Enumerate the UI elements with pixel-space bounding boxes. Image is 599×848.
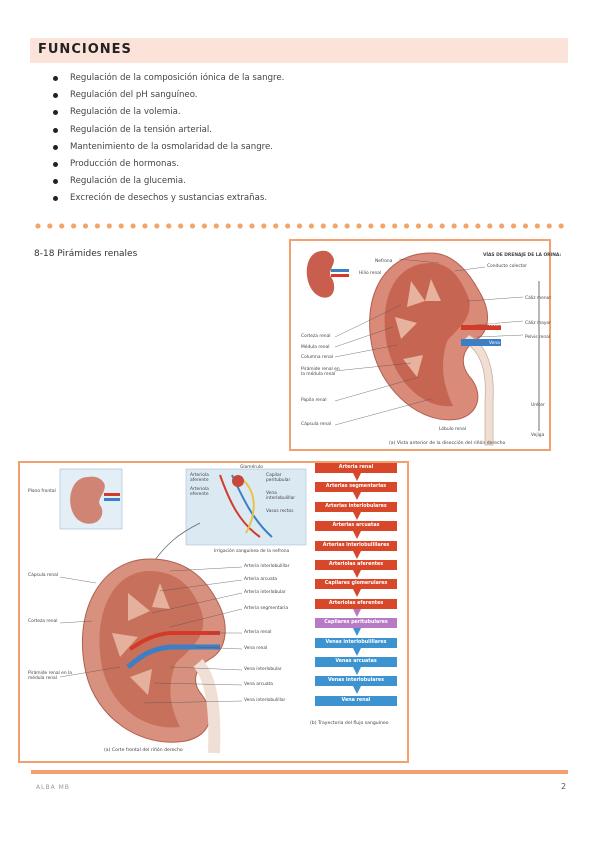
label-papila: Papila renal (301, 398, 327, 403)
label-capilar-peritubular: Capilar peritubular (266, 473, 291, 483)
footer-divider (31, 770, 568, 774)
label-ureter: Uréter (531, 403, 545, 408)
footer-author: ALBA MB (36, 784, 70, 791)
label-piramide: Pirámide renal en la médula renal (301, 367, 340, 377)
figure-top-caption: (a) Vista anterior de la disección del r… (389, 441, 506, 446)
page-number: 2 (561, 782, 567, 791)
list-item: Regulación de la volemia. (50, 104, 284, 121)
label-hilio: Hilio renal (359, 271, 382, 276)
flow-step: Arteriolas aferentes (315, 559, 397, 578)
label-capsula: Cápsula renal (301, 422, 332, 427)
flow-step: Capilares glomerulares (315, 579, 397, 598)
label-columna: Columna renal (301, 355, 334, 360)
label-medula: Médula renal (301, 345, 330, 350)
label-conducto: Conducto colector (487, 264, 527, 269)
label-capsula-renal: Cápsula renal (28, 573, 59, 578)
section-title: FUNCIONES (38, 42, 132, 57)
label-vena-interlobulillar-2: Vena interlobulillar (244, 698, 286, 703)
list-item: Excreción de desechos y sustancias extra… (50, 190, 284, 207)
functions-list: Regulación de la composición iónica de l… (50, 70, 284, 208)
label-vasos-rectos: Vasos rectos (266, 509, 294, 514)
flow-step: Venas interlobulares (315, 676, 397, 695)
label-vejiga: Vejiga (531, 433, 545, 438)
label-arteria-arcuata: Arteria arcuata (244, 577, 278, 582)
kidney-dissection-illustration (306, 250, 540, 446)
list-item: Regulación de la glucemia. (50, 173, 284, 190)
label-pelvis: Pelvis renal (525, 335, 551, 340)
flow-step: Arterias interlobulares (315, 501, 397, 520)
label-vias: VÍAS DE DRENAJE DE LA ORINA: (483, 253, 562, 258)
blood-flow-sequence: Arteria renal Arterias segmentarias Arte… (315, 463, 397, 715)
label-arteria-segmentaria: Arteria segmentaria (244, 606, 289, 611)
label-caliz-mayor: Cáliz mayor (525, 321, 551, 326)
figure-bottom-caption-a: (a) Corte frontal del riñón derecho (104, 748, 183, 753)
label-vena-renal: Vena renal (244, 646, 268, 651)
label-lobulo: Lóbulo renal (439, 427, 467, 432)
label-vena-arcuata: Vena arcuata (244, 682, 273, 687)
label-vena-interlobulillar: Vena interlobulillar (266, 491, 296, 501)
label-glomerulo: Glomérulo (240, 465, 263, 470)
label-nefrona: Nefrona (375, 259, 393, 264)
label-corteza: Corteza renal (301, 334, 331, 339)
label-piramide-renal: Pirámide renal en la médula renal (28, 671, 72, 681)
label-arteria-interlobulillar: Arteria interlobulillar (244, 564, 290, 569)
label-arteria-renal: Arteria renal (244, 630, 272, 635)
figure-bottom-caption-b: (b) Trayectoria del flujo sanguíneo (310, 721, 389, 726)
label-arteria-renal: Arteria renal (489, 323, 517, 328)
label-irrigacion: Irrigación sanguínea de la nefrona (214, 549, 290, 554)
figure-section-label: 8-18 Pirámides renales (34, 249, 138, 259)
flow-step: Arteria renal (315, 463, 397, 481)
label-arteriola-aferente: Arteriola aferente (190, 473, 209, 483)
list-item: Regulación de la tensión arterial. (50, 122, 284, 139)
section-header: FUNCIONES (30, 38, 568, 63)
label-arteriola-eferente: Arteriola eferente (190, 487, 209, 497)
flow-step: Arterias arcuatas (315, 521, 397, 540)
flow-step: Venas interlobulillares (315, 637, 397, 656)
label-corteza-renal: Corteza renal (28, 619, 58, 624)
flow-step: Arterias segmentarias (315, 482, 397, 501)
flow-step: Arterias interlobulillares (315, 540, 397, 559)
list-item: Producción de hormonas. (50, 156, 284, 173)
list-item: Regulación del pH sanguíneo. (50, 87, 284, 104)
flow-step: Venas arcuatas (315, 656, 397, 675)
label-arteria-interlobular: Arteria interlobular (244, 590, 286, 595)
list-item: Mantenimiento de la osmolaridad de la sa… (50, 139, 284, 156)
label-plano: Plano frontal (28, 489, 56, 494)
flow-step: Vena renal (315, 695, 397, 706)
flow-step: Arteriolas eferentes (315, 598, 397, 617)
label-vena-interlobular: Vena interlobular (244, 667, 282, 672)
label-caliz-menor: Cáliz menor (525, 296, 552, 301)
list-item: Regulación de la composición iónica de l… (50, 70, 284, 87)
kidney-blood-flow-figure: Plano frontal Glomérulo Capilar peritubu… (18, 461, 409, 763)
label-vena-renal: Vena renal (489, 341, 513, 346)
kidney-dissection-figure: Hilio renal Nefrona VÍAS DE DRENAJE DE L… (289, 239, 561, 451)
flow-step: Capilares peritubulares (315, 618, 397, 637)
kidney-frontal-section-illustration (59, 468, 307, 754)
dotted-divider (32, 222, 568, 230)
